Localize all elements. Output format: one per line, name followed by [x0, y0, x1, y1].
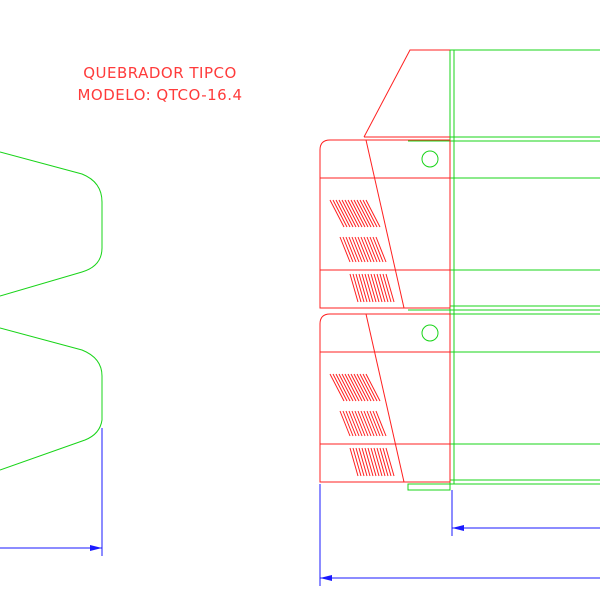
upper-unit-slant — [365, 139, 405, 309]
lower-unit-frame — [319, 313, 451, 483]
title-block: QUEBRADOR TIPCO MODELO: QTCO-16.4 — [0, 62, 320, 106]
lower-unit — [319, 313, 451, 483]
side-profile — [0, 151, 103, 471]
upper-vent-group-1 — [329, 199, 381, 228]
lower-unit-slant — [365, 313, 405, 483]
inner-dimension-arrow — [452, 525, 464, 531]
lower-bolt-circle — [421, 324, 439, 342]
left-dimension-arrow — [90, 545, 102, 551]
left-dimension — [0, 428, 103, 556]
upper-vent-group-3 — [349, 273, 395, 303]
lower-jaw-outline — [0, 327, 103, 471]
upper-vent-group-2 — [339, 236, 387, 263]
hood-outline — [363, 49, 450, 138]
lower-vent-group-2 — [339, 410, 387, 437]
base-plate — [407, 483, 451, 491]
title-line-2: MODELO: QTCO-16.4 — [77, 86, 243, 104]
outer-dimension-arrow — [320, 575, 332, 581]
lower-vent-group-1 — [329, 373, 381, 402]
lower-vent-group-3 — [349, 447, 395, 477]
upper-bolt-circle — [421, 150, 439, 168]
upper-jaw-outline — [0, 151, 103, 297]
upper-unit-frame — [319, 139, 451, 309]
title-line-1: QUEBRADOR TIPCO — [83, 64, 237, 82]
right-dimensions — [319, 484, 600, 586]
upper-unit — [319, 139, 451, 309]
hood — [363, 49, 450, 138]
